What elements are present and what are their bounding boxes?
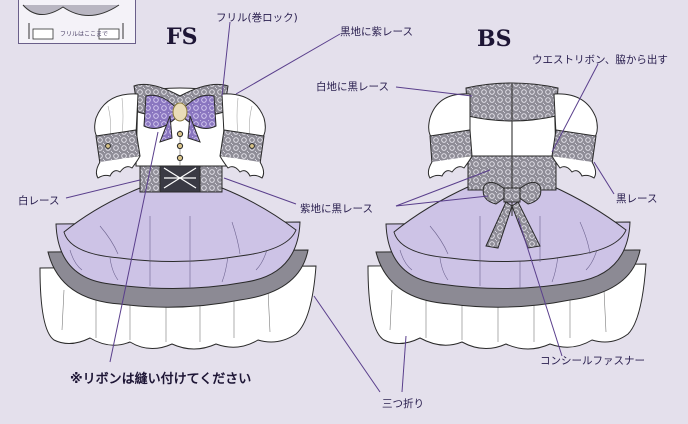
inset-label: フリルはここまで [60,31,109,38]
frill-detail-inset [18,0,136,44]
leader-purple-black-lace-back-1 [395,169,491,207]
leader-concealed-zipper [517,217,563,357]
leader-purple-black-lace-back-2 [395,195,489,207]
leader-triple-fold-front [313,295,381,393]
leader-purple-black-lace-front [223,177,297,205]
leader-waist-ribbon [551,63,599,153]
front-main-skirt [63,187,297,263]
leader-lines [65,21,615,393]
label-white-black-lace: 白地に黒レース [316,81,389,93]
label-waist-ribbon: ウエストリボン、脇から出す [532,54,668,66]
label-concealed-zipper: コンシールファスナー [540,355,645,367]
back-waist-bow [482,181,542,205]
leader-black-lace [593,161,615,195]
leader-triple-fold-back [401,335,407,393]
leader-white-black-lace [395,86,473,97]
leader-frill-rolled [221,21,231,97]
label-black-purple-lace: 黒地に紫レース [340,26,413,38]
label-black-lace: 黒レース [616,193,658,205]
leader-note-ribbon [109,131,159,363]
back-dress [367,82,647,350]
ribbon-sewing-note: ※リボンは縫い付けてください [70,372,252,387]
front-title: FS [166,24,198,50]
back-title: BS [477,26,512,52]
leader-black-purple-lace [235,33,341,95]
back-main-skirt [393,185,627,263]
label-triple-fold: 三つ折り [382,398,424,410]
front-dress [39,83,317,350]
label-purple-black-lace: 紫地に黒レース [300,203,373,215]
inset-frill-sketch [22,4,124,40]
leader-white-lace [65,179,141,199]
front-cameo-brooch [172,102,188,122]
label-white-lace: 白レース [18,195,60,207]
label-frill-rolled: フリル(巻ロック) [216,12,298,24]
